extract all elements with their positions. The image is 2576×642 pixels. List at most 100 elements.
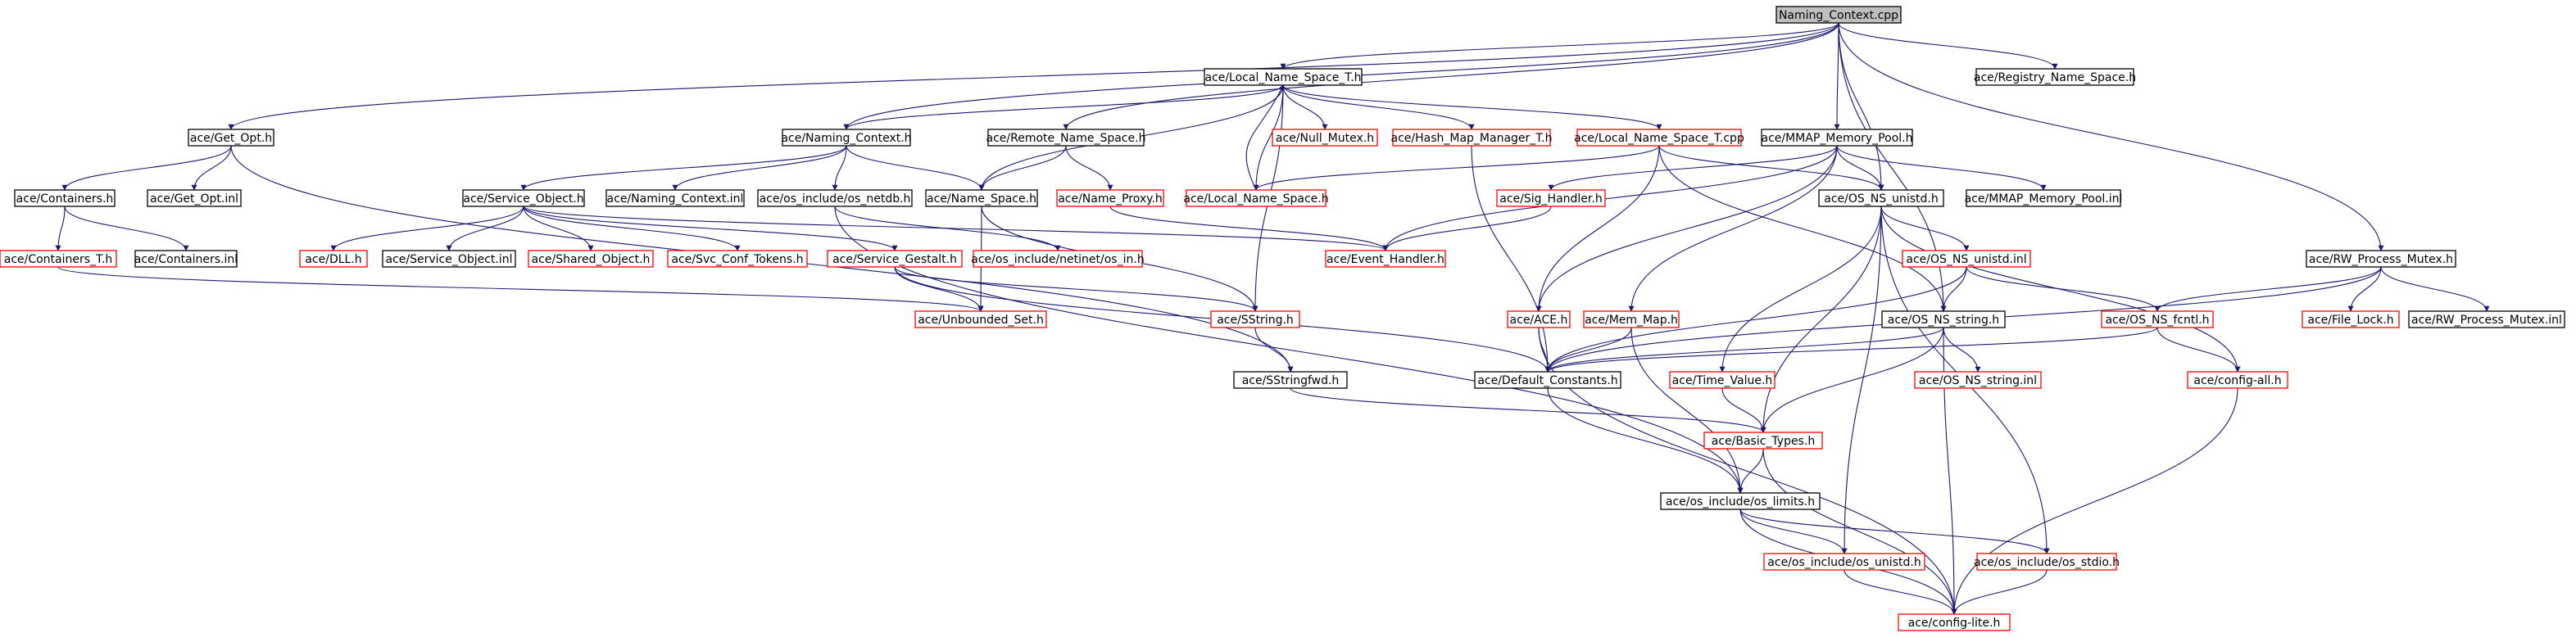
node-unbounded[interactable]: ace/Unbounded_Set.h [914,310,1047,328]
edge-layer [55,22,2490,615]
node-hashmap[interactable]: ace/Hash_Map_Manager_T.h [1390,129,1553,147]
node-mmap-pool[interactable]: ace/MMAP_Memory_Pool.h [1761,129,1913,147]
edge-naming-to-naming_inl [672,145,847,191]
node-osunistd-inc[interactable]: ace/os_include/os_unistd.h [1763,553,1925,571]
node-svcconf[interactable]: ace/Svc_Conf_Tokens.h [667,250,808,268]
node-box [1210,310,1300,328]
node-label: ace/OS_NS_fcntl.h [2105,314,2209,327]
node-root[interactable]: Naming_Context.cpp [1776,6,1902,24]
edge-lnst_h-to-naming [843,84,1284,130]
node-box [2302,310,2400,328]
node-os-unistd-inl[interactable]: ace/OS_NS_unistd.inl [1902,250,2031,268]
node-sstringfwd[interactable]: ace/SStringfwd.h [1233,371,1348,389]
edge-svcobj-to-shared [523,206,594,251]
edge-rwmutex-to-os_fcntl [2154,266,2382,312]
edge-os_unistd-to-osunistd_inc [1841,206,1882,554]
node-label: ace/os_include/os_limits.h [1666,495,1815,509]
node-lnst-h[interactable]: ace/Local_Name_Space_T.h [1204,68,1363,86]
node-label: ace/Default_Constants.h [1477,374,1617,387]
node-rwmutex-inl[interactable]: ace/RW_Process_Mutex.inl [2408,310,2565,328]
node-box [1186,189,1327,207]
node-dll[interactable]: ace/DLL.h [299,250,368,268]
node-osstdio[interactable]: ace/os_include/os_stdio.h [1974,553,2120,571]
node-local-ns[interactable]: ace/Local_Name_Space.h [1183,189,1329,207]
node-getopt[interactable]: ace/Get_Opt.h [188,129,274,147]
node-box [827,250,963,268]
node-label: ace/Remote_Name_Space.h [986,132,1146,145]
node-netinet[interactable]: ace/os_include/netinet/os_in.h [971,250,1145,268]
edge-mmap_pool-to-memmap [1628,145,1838,312]
node-naming[interactable]: ace/Naming_Context.h [781,129,912,147]
node-eventh[interactable]: ace/Event_Handler.h [1325,250,1446,268]
node-label: ace/OS_NS_string.inl [1919,374,2037,387]
node-sstring[interactable]: ace/SString.h [1210,310,1300,328]
edge-mmap_pool-to-mmap_inl [1836,145,2047,191]
node-label: ace/OS_NS_string.h [1888,314,1999,327]
edge-basictypes-to-configlite [1762,448,1957,615]
node-filelock[interactable]: ace/File_Lock.h [2302,310,2400,328]
node-box [1818,189,1944,207]
node-shared[interactable]: ace/Shared_Object.h [528,250,654,268]
edge-getopt-to-getopt_inl [191,145,232,191]
node-containers[interactable]: ace/Containers.h [14,189,116,207]
node-svcobj[interactable]: ace/Service_Object.h [462,189,585,207]
node-gestalt[interactable]: ace/Service_Gestalt.h [827,250,963,268]
node-memmap[interactable]: ace/Mem_Map.h [1583,310,1680,328]
node-label: ace/Service_Gestalt.h [832,253,957,266]
edge-svcobj-to-svcobj_inl [446,206,524,251]
node-configlite[interactable]: ace/config-lite.h [1898,613,2011,631]
node-defconst[interactable]: ace/Default_Constants.h [1474,371,1621,389]
edge-mmap_pool-to-os_unistd [1836,145,1884,191]
node-oslimits[interactable]: ace/os_include/os_limits.h [1660,492,1821,510]
node-label: ace/Naming_Context.inl [607,192,744,206]
node-label: ace/Basic_Types.h [1712,435,1815,448]
edge-gestalt-to-sstring [894,266,1259,312]
node-timevalue[interactable]: ace/Time_Value.h [1669,371,1776,389]
node-os-unistd[interactable]: ace/OS_NS_unistd.h [1818,189,1944,207]
node-layer: Naming_Context.cpp ace/Local_Name_Space_T… [0,6,2565,631]
edge-os_string-to-defconst [1544,327,1944,373]
node-box [462,189,585,207]
node-basictypes[interactable]: ace/Basic_Types.h [1703,432,1823,450]
node-mmap-inl[interactable]: ace/MMAP_Memory_Pool.inl [1965,189,2123,207]
node-box [1272,129,1378,147]
edge-local_ns-to-lnst_h [1245,84,1284,191]
node-nameproxy[interactable]: ace/Name_Proxy.h [1056,189,1164,207]
edge-memmap-to-defconst [1544,327,1632,373]
node-getopt-inl[interactable]: ace/Get_Opt.inl [147,189,242,207]
node-os-string-inl[interactable]: ace/OS_NS_string.inl [1914,371,2042,389]
node-box [1763,553,1925,571]
node-rwmutex[interactable]: ace/RW_Process_Mutex.h [2306,250,2456,268]
node-label: ace/Containers_T.h [4,253,113,266]
node-ace[interactable]: ace/ACE.h [1507,310,1571,328]
edge-nameproxy-to-eventh [1109,206,1389,251]
node-label: ace/Null_Mutex.h [1276,132,1374,145]
node-containers-inl[interactable]: ace/Containers.inl [134,250,238,268]
node-label: ace/os_include/os_netdb.h [760,192,911,206]
node-label: ace/DLL.h [305,253,361,266]
node-naming-inl[interactable]: ace/Naming_Context.inl [605,189,745,207]
node-containers-t[interactable]: ace/Containers_T.h [0,250,117,268]
node-lnst-cpp[interactable]: ace/Local_Name_Space_T.cpp [1574,129,1744,147]
node-box [925,189,1038,207]
node-sighandler[interactable]: ace/Sig_Handler.h [1496,189,1606,207]
edge-containers-to-containers_inl [64,206,189,251]
edge-mmap_pool-to-sighandler [1548,145,1838,191]
node-registry[interactable]: ace/Registry_Name_Space.h [1974,68,2136,86]
node-namespace[interactable]: ace/Name_Space.h [925,189,1038,207]
node-configall[interactable]: ace/config-all.h [2187,371,2288,389]
edge-containers-to-containers_t [55,206,66,251]
node-box [2306,250,2456,268]
node-os-string[interactable]: ace/OS_NS_string.h [1881,310,2006,328]
node-label: Naming_Context.cpp [1779,9,1898,22]
node-box [667,250,808,268]
node-svcobj-inl[interactable]: ace/Service_Object.inl [382,250,516,268]
node-netdb[interactable]: ace/os_include/os_netdb.h [757,189,913,207]
node-label: ace/OS_NS_unistd.h [1824,192,1939,206]
node-os-fcntl[interactable]: ace/OS_NS_fcntl.h [2101,310,2214,328]
edge-os_fcntl-to-defconst [1544,327,2158,373]
node-remote[interactable]: ace/Remote_Name_Space.h [986,129,1146,147]
node-box [299,250,368,268]
node-nullmutex[interactable]: ace/Null_Mutex.h [1272,129,1378,147]
